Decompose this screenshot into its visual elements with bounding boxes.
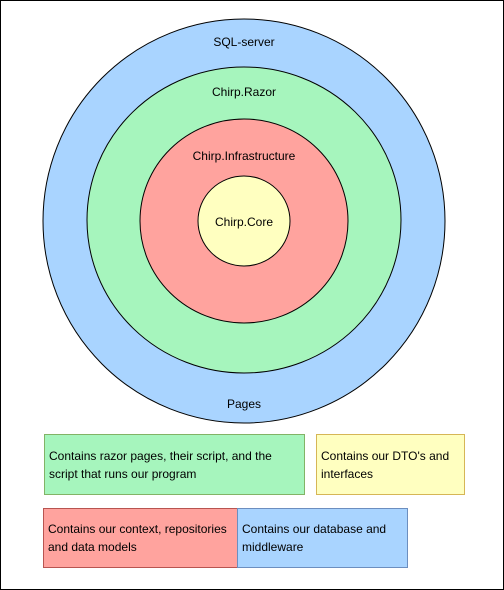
razor-description-box: Contains razor pages, their script, and … [44,434,305,495]
chirp-razor-label: Chirp.Razor [212,85,276,99]
sql-server-description-box: Contains our database and middleware [237,508,408,568]
infrastructure-description-text: Contains our context, repositories and d… [48,522,227,554]
pages-label: Pages [227,397,261,411]
chirp-core-ring [197,175,291,267]
chirp-infrastructure-label: Chirp.Infrastructure [193,149,296,163]
sql-server-label: SQL-server [213,35,274,49]
core-description-box: Contains our DTO's and interfaces [316,434,465,495]
razor-description-text: Contains razor pages, their script, and … [49,448,272,481]
infrastructure-description-box: Contains our context, repositories and d… [43,508,253,568]
sql-server-description-text: Contains our database and middleware [242,522,387,554]
chirp-core-label: Chirp.Core [215,215,273,229]
core-description-text: Contains our DTO's and interfaces [321,448,450,481]
